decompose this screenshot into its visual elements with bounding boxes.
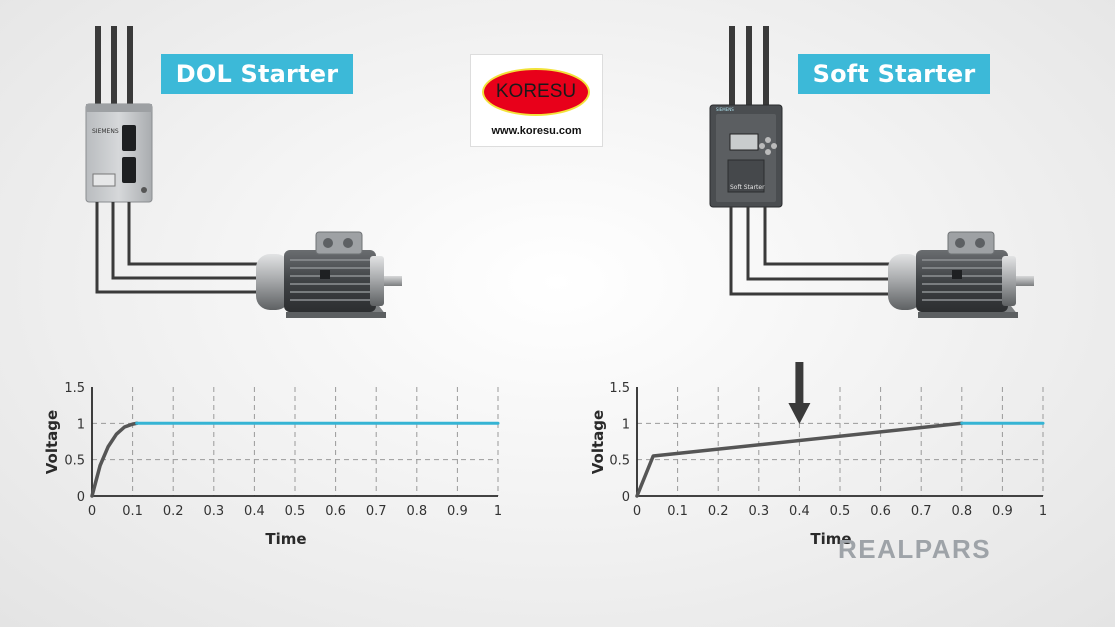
dol-wiring [95, 202, 262, 294]
dol-series-ramp [90, 421, 139, 498]
soft-y-tick-label: 1.5 [609, 381, 630, 396]
soft-x-tick-label: 1 [1039, 504, 1047, 519]
soft-device-label: Soft Starter [730, 184, 765, 191]
dol-x-tick-label: 0.9 [447, 504, 468, 519]
dol-x-tick-label: 0.7 [366, 504, 387, 519]
soft-x-tick-label: 0.6 [870, 504, 891, 519]
koresu-url: www.koresu.com [491, 125, 582, 137]
dol-motor [255, 231, 403, 319]
realpars-brand: REALPARS [838, 534, 992, 564]
soft-y-axis-label: Voltage [589, 410, 607, 474]
dol-y-tick-label: 1.5 [64, 381, 85, 396]
dol-x-tick-label: 0.3 [203, 504, 224, 519]
soft-x-tick-label: 0.8 [951, 504, 972, 519]
soft-x-tick-label: 0.5 [830, 504, 851, 519]
soft-y-tick-label: 0 [622, 490, 630, 505]
dol-x-tick-label: 0.5 [285, 504, 306, 519]
soft-x-tick-label: 0.2 [708, 504, 729, 519]
koresu-logo: KORESU www.koresu.com [470, 54, 603, 147]
soft-voltage-chart: 0 0.1 0.2 0.3 0.4 0.5 0.6 0.7 0.8 0.9 1 0 0.5 1 1.5Tim… [589, 362, 1047, 548]
dol-x-tick-label: 0 [88, 504, 96, 519]
dol-starter-title: DOL Starter [161, 54, 353, 94]
soft-wiring [729, 207, 894, 296]
soft-device-brand: SIEMENS [716, 107, 734, 112]
dol-x-tick-label: 0.6 [325, 504, 346, 519]
dol-x-tick-label: 0.1 [122, 504, 143, 519]
soft-starter-device: Soft Starter SIEMENS [709, 26, 783, 208]
dol-x-tick-label: 0.4 [244, 504, 265, 519]
soft-x-tick-label: 0.9 [992, 504, 1013, 519]
dol-y-tick-label: 1 [77, 417, 85, 432]
dol-y-axis-label: Voltage [43, 410, 61, 474]
soft-motor [887, 231, 1035, 319]
soft-series-ramp [635, 421, 964, 498]
soft-x-tick-label: 0.7 [911, 504, 932, 519]
dol-x-tick-label: 0.8 [406, 504, 427, 519]
soft-x-tick-label: 0.4 [789, 504, 810, 519]
soft-starter-title: Soft Starter [798, 54, 990, 94]
dol-y-tick-label: 0 [77, 490, 85, 505]
soft-x-tick-label: 0.3 [748, 504, 769, 519]
soft-x-tick-label: 0.1 [667, 504, 688, 519]
koresu-logo-mark: KORESU [482, 68, 590, 116]
soft-x-axis-label: Time [810, 530, 851, 548]
soft-y-tick-label: 1 [622, 417, 630, 432]
dol-device-brand: SIEMENS [92, 128, 119, 135]
soft-x-tick-label: 0 [633, 504, 641, 519]
dol-y-tick-label: 0.5 [64, 454, 85, 469]
soft-down-arrow-icon [788, 362, 811, 424]
dol-starter-device: SIEMENS [85, 26, 153, 203]
dol-x-tick-label: 0.2 [163, 504, 184, 519]
dol-x-axis-label: Time [265, 530, 306, 548]
dol-x-tick-label: 1 [494, 504, 502, 519]
dol-voltage-chart: 0 0.1 0.2 0.3 0.4 0.5 0.6 0.7 0.8 0.9 1 0 0.5 1 1.5Tim… [43, 381, 502, 548]
soft-y-tick-label: 0.5 [609, 454, 630, 469]
